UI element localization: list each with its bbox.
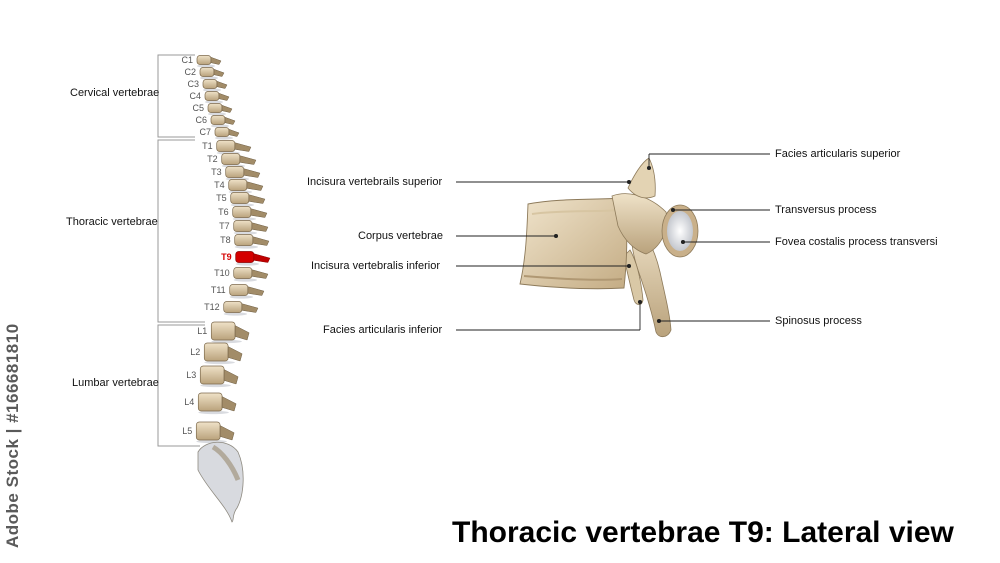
vertebra-c6 [210, 115, 236, 128]
t9-lateral-view [519, 157, 699, 338]
vertebra-label-t7: T7 [219, 221, 230, 231]
sacrum [197, 441, 244, 523]
vertebra-c2 [199, 67, 225, 80]
facies-inferior-label: Facies articularis inferior [323, 324, 443, 336]
lumbar-label: Lumbar vertebrae [72, 377, 159, 389]
vertebra-label-t8: T8 [220, 235, 231, 245]
vertebra-t5 [230, 192, 266, 207]
vertebra-label-t4: T4 [214, 180, 225, 190]
fovea-costalis-shape [667, 211, 693, 251]
lumbar-bracket [157, 324, 205, 447]
thoracic-bracket [157, 139, 205, 323]
cervical-bracket [157, 54, 195, 138]
vertebra-label-l1: L1 [197, 326, 208, 336]
vertebra-t6 [232, 206, 268, 221]
watermark-text: Adobe Stock | #166681810 [3, 323, 22, 548]
spinosus-label: Spinosus process [775, 315, 862, 327]
vertebra-label-l4: L4 [184, 397, 195, 407]
vertebra-c1 [196, 55, 222, 68]
vertebra-l3 [199, 365, 239, 388]
region-brackets [157, 54, 205, 447]
vertebra-c7 [214, 127, 240, 140]
vertebra-label-c3: C3 [187, 79, 199, 89]
transversus-label: Transversus process [775, 204, 877, 216]
thoracic-label: Thoracic vertebrae [66, 216, 158, 228]
vertebra-label-t5: T5 [216, 193, 227, 203]
fovea-label: Fovea costalis process transversi [775, 236, 938, 248]
vertebra-t12 [223, 301, 259, 316]
vertebra-c3 [202, 79, 228, 92]
vertebra-label-t11: T11 [210, 285, 226, 295]
superior-articular-shape [627, 157, 656, 199]
vertebra-t3 [225, 166, 261, 181]
facies-superior-label: Facies articularis superior [775, 148, 901, 160]
vertebra-label-c5: C5 [192, 103, 204, 113]
vertebra-t4 [228, 179, 264, 194]
inferior-articular-shape [623, 249, 644, 305]
vertebra-t1 [216, 140, 252, 155]
page-title: Thoracic vertebrae T9: Lateral view [452, 516, 954, 549]
vertebra-label-c7: C7 [199, 127, 211, 137]
incisura-inferior-label: Incisura vertebralis inferior [311, 260, 440, 272]
vertebra-t11 [229, 284, 265, 299]
vertebra-label-c1: C1 [181, 55, 193, 65]
vertebra-c4 [204, 91, 230, 104]
cervical-label: Cervical vertebrae [70, 87, 160, 99]
leader-lines [456, 153, 770, 331]
vertebra-t10 [233, 267, 269, 282]
vertebra-label-c6: C6 [195, 115, 207, 125]
vertebra-label-t3: T3 [211, 167, 222, 177]
vertebra-label-l2: L2 [190, 347, 201, 357]
vertebra-label-t10: T10 [214, 268, 230, 278]
vertebra-t7 [233, 220, 269, 235]
vertebra-label-l5: L5 [182, 426, 193, 436]
vertebra-l5 [195, 421, 235, 444]
vertebra-label-t1: T1 [202, 141, 213, 151]
vertebra-label-t2: T2 [207, 154, 218, 164]
corpus-label: Corpus vertebrae [358, 230, 443, 242]
spine-column [195, 55, 271, 444]
vertebra-t2 [221, 153, 257, 168]
vertebra-label-t12: T12 [204, 302, 220, 312]
vertebra-l1 [210, 321, 250, 344]
vertebra-l4 [197, 392, 237, 415]
vertebra-c5 [207, 103, 233, 116]
vertebra-label-c2: C2 [184, 67, 196, 77]
incisura-superior-label: Incisura vertebrails superior [307, 176, 443, 188]
vertebra-label-t6: T6 [218, 207, 229, 217]
vertebra-l2 [203, 342, 243, 365]
vertebra-t9 [235, 251, 271, 266]
vertebra-label-l3: L3 [186, 370, 197, 380]
vertebra-label-t9: T9 [221, 252, 232, 262]
vertebra-label-c4: C4 [189, 91, 201, 101]
vertebra-t8 [234, 234, 270, 249]
